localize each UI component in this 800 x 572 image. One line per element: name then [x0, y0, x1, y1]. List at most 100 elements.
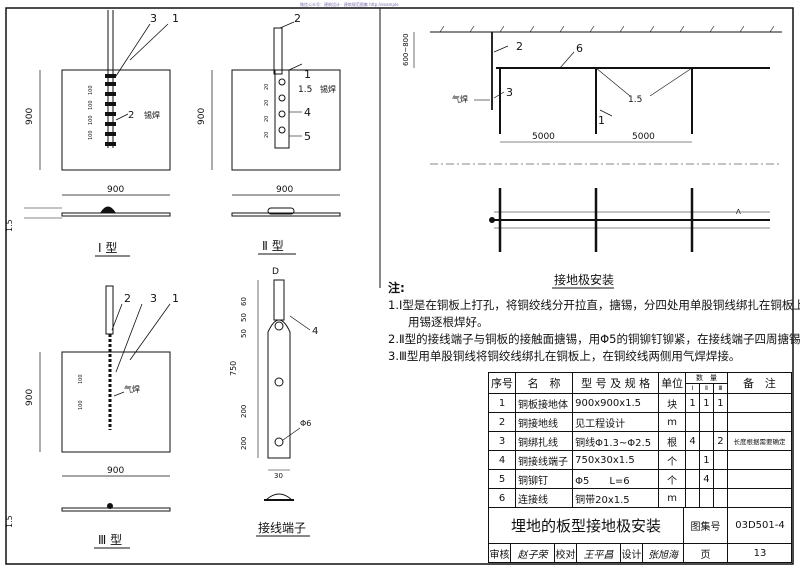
signature-row: 审核 赵子荣 校对 王平昌 设计 张旭海 页 13 — [489, 544, 792, 563]
type1-view: 3 1 2 锡焊 100 100 100 100 900 900 1.5 Ⅰ 型 — [5, 10, 179, 257]
bom-cell-q1: 1 — [685, 393, 700, 413]
type2-spacing-dim: 20 — [264, 84, 270, 90]
type1-thk-dim: 1.5 — [5, 219, 14, 232]
bom-cell-q1: 4 — [685, 431, 700, 451]
notes-block: 注: 1.Ⅰ型是在铜板上打孔，将铜绞线分开拉直，搪锡，分四处用单股铜线绑扎在铜板… — [388, 280, 800, 365]
bom-header: 备 注 — [726, 372, 793, 394]
type3-view: 2 3 1 气焊 100 100 900 900 1.5 Ⅲ 型 — [5, 285, 179, 549]
type2-callout-4: 4 — [304, 106, 311, 119]
type1-height-dim: 900 — [25, 108, 35, 125]
type3-callout-1: 1 — [172, 292, 179, 305]
terminal-part-num: 4 — [312, 326, 318, 337]
bom-cell-spec: 见工程设计 — [572, 412, 660, 432]
bom-cell-spec: 铜线Φ1.3~Φ2.5 — [572, 431, 660, 451]
bom-cell-q3: 1 — [712, 393, 728, 413]
bom-cell-q2 — [699, 488, 714, 508]
type2-weld-symbol: 1.5 — [298, 85, 312, 95]
bom-cell-unit: 块 — [658, 393, 687, 413]
design-label: 设计 — [621, 544, 643, 563]
page-number: 13 — [753, 548, 767, 559]
bom-cell-unit: m — [658, 488, 687, 508]
atlas-label: 图集号 — [684, 508, 728, 544]
type1-caption: Ⅰ 型 — [98, 241, 117, 255]
type3-spacing-dim: 100 — [78, 374, 84, 384]
note-item: 1.Ⅰ型是在铜板上打孔，将铜绞线分开拉直，搪锡，分四处用单股铜线绑扎在铜板上， — [388, 298, 800, 312]
type2-callout-5: 5 — [304, 130, 311, 143]
terminal-dim: 50 — [240, 313, 248, 322]
bom-cell-name: 铜接地线 — [514, 412, 574, 432]
page-label: 页 — [684, 544, 728, 563]
bom-cell-spec: 900x900x1.5 — [572, 393, 660, 413]
bom-qty-sub: Ⅱ — [699, 383, 714, 394]
install-depth-dim: 600~800 — [402, 33, 410, 66]
bom-cell-remark — [726, 488, 793, 508]
bom-cell-no: 5 — [488, 469, 516, 489]
review-signature: 赵子荣 — [511, 544, 555, 563]
bom-cell-unit: m — [658, 412, 687, 432]
check-label: 校对 — [555, 544, 577, 563]
terminal-dim: 60 — [240, 297, 248, 306]
type2-height-dim: 900 — [197, 108, 207, 125]
bom-cell-q2: 1 — [699, 450, 714, 470]
type2-view: 2 1 1.5 锡焊 4 5 20 20 20 20 900 900 Ⅱ 型 — [197, 12, 341, 255]
type1-callout-1: 1 — [172, 12, 179, 25]
bom-cell-remark — [726, 412, 793, 432]
watermark: 微信公众号：建筑设计 · 建筑规范图集 http://example — [300, 2, 399, 7]
type1-spacing-dim: 100 — [88, 130, 94, 140]
type1-weld-label: 锡焊 — [144, 110, 160, 120]
bom-cell-q3 — [712, 469, 728, 489]
bom-qty-sub: Ⅲ — [712, 383, 728, 394]
note-item: 3.Ⅲ型用单股铜线将铜绞线绑扎在铜板上，在铜绞线两侧用气焊焊接。 — [388, 349, 741, 363]
bom-cell-name: 铜接线端子 — [514, 450, 574, 470]
bom-cell-spec: 750x30x1.5 — [572, 450, 660, 470]
terminal-d-label: D — [272, 267, 279, 277]
terminal-dim: 30 — [274, 472, 283, 480]
note-item: 2.Ⅱ型的接线端子与铜板的接触面搪锡，用Φ5的铜铆钉铆紧，在接线端子四周搪锡。 — [388, 332, 800, 346]
install-section-mark: Λ — [736, 208, 741, 216]
type3-callout-2: 2 — [124, 292, 131, 305]
bom-header: 数 量 — [685, 372, 728, 384]
terminal-dim: 200 — [240, 437, 248, 450]
bom-cell-unit: 个 — [658, 469, 687, 489]
type2-width-dim: 900 — [276, 185, 293, 195]
bom-header: 型 号 及 规 格 — [572, 372, 660, 394]
bom-cell-q1 — [685, 450, 700, 470]
bom-cell-no: 3 — [488, 431, 516, 451]
bom-cell-spec: 铜带20x1.5 — [572, 488, 660, 508]
bom-cell-no: 4 — [488, 450, 516, 470]
type3-height-dim: 900 — [25, 389, 35, 406]
bom-cell-no: 1 — [488, 393, 516, 413]
bom-cell-q3 — [712, 412, 728, 432]
bom-header-row: 序号 名 称 型 号 及 规 格 单位 数 量 备 注 — [488, 372, 793, 394]
review-label: 审核 — [489, 544, 511, 563]
notes-title: 注: — [388, 281, 405, 295]
type1-callout-2: 2 — [128, 110, 134, 121]
drawing-title: 埋地的板型接地极安装 — [489, 508, 684, 544]
type3-weld-label: 气焊 — [124, 384, 140, 394]
type3-thk-dim: 1.5 — [5, 515, 14, 528]
bom-cell-name: 连接线 — [514, 488, 574, 508]
bom-cell-q2: 4 — [699, 469, 714, 489]
install-spacing-dim: 5000 — [532, 132, 555, 142]
check-signature: 王平昌 — [577, 544, 621, 563]
bom-cell-name: 铜板接地体 — [514, 393, 574, 413]
bom-cell-unit: 根 — [658, 431, 687, 451]
atlas-number: 03D501-4 — [728, 508, 792, 544]
bom-cell-q1 — [685, 412, 700, 432]
type1-spacing-dim: 100 — [88, 100, 94, 110]
bom-cell-name: 铜铆钉 — [514, 469, 574, 489]
type1-spacing-dim: 100 — [88, 85, 94, 95]
bom-header: 单位 — [658, 372, 687, 394]
type2-spacing-dim: 20 — [264, 132, 270, 138]
bom-cell-remark — [726, 393, 793, 413]
bom-cell-remark — [726, 469, 793, 489]
type2-spacing-dim: 20 — [264, 100, 270, 106]
bom-cell-spec: Φ5 L=6 — [572, 469, 660, 489]
note-item: 用锡逐根焊好。 — [408, 315, 489, 329]
bom-cell-remark: 长度根据需要确定 — [726, 431, 793, 451]
